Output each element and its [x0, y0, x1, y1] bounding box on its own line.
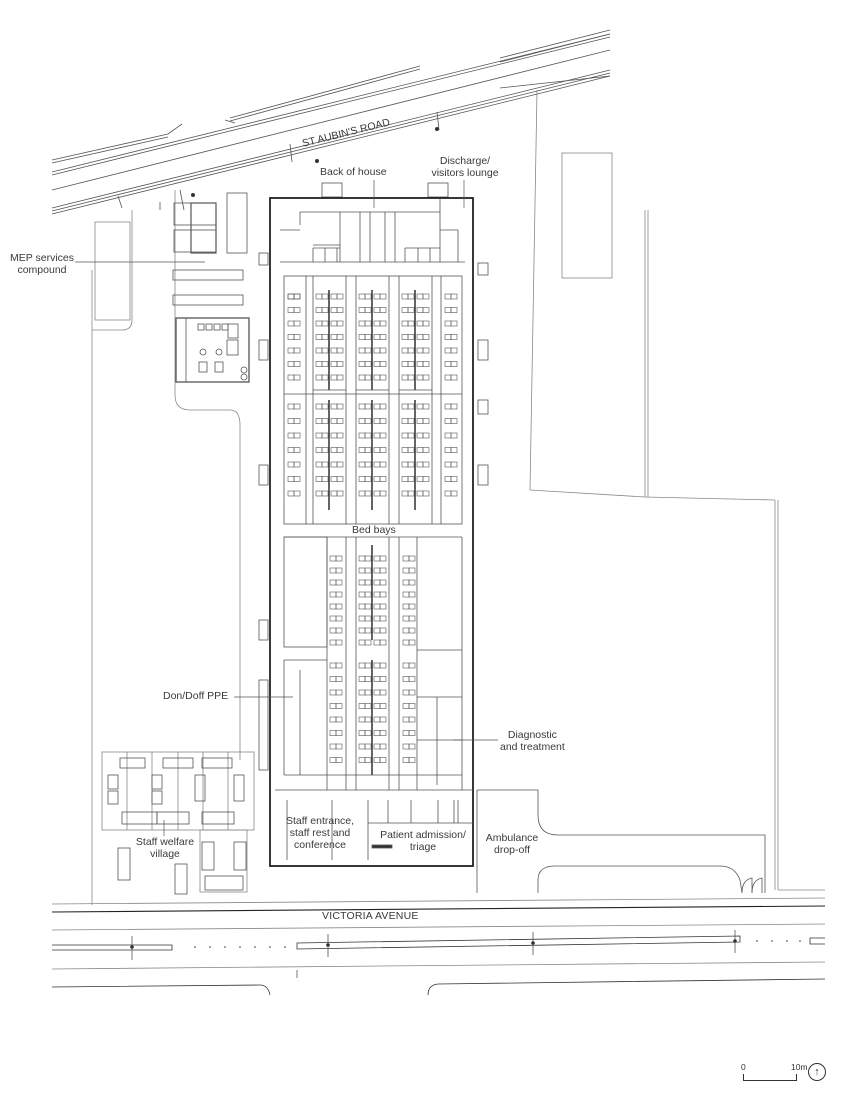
- label-mep-services-compound: MEP services compound: [6, 252, 78, 276]
- label-line: visitors lounge: [431, 167, 499, 179]
- label-line: Discharge/: [439, 155, 491, 167]
- label-line: Diagnostic: [507, 729, 557, 741]
- st-aubins-road: [51, 29, 611, 215]
- ambulance-drop-off-area: [476, 789, 766, 894]
- mep-services-compound: [172, 192, 250, 383]
- label-line: Patient admission/: [380, 829, 466, 841]
- label-ambulance-drop-off: Ambulance drop-off: [482, 832, 542, 856]
- label-line: Staff entrance,: [285, 815, 355, 827]
- main-hospital-building: [269, 197, 474, 867]
- scale-end-label: 10m: [791, 1062, 808, 1072]
- scale-start-label: 0: [741, 1062, 746, 1072]
- label-diagnostic-and-treatment: Diagnostic and treatment: [500, 729, 565, 753]
- scale-bar: 0 10m: [738, 1062, 818, 1086]
- label-discharge-visitors-lounge: Discharge/ visitors lounge: [430, 155, 500, 179]
- median-dots: [194, 940, 801, 948]
- label-line: conference: [294, 839, 346, 851]
- label-line: compound: [17, 264, 67, 276]
- label-line: triage: [409, 841, 437, 853]
- label-bed-bays: Bed bays: [352, 524, 396, 536]
- label-line: drop-off: [494, 844, 530, 856]
- label-don-doff-ppe: Don/Doff PPE: [163, 690, 229, 702]
- label-patient-admission-triage: Patient admission/ triage: [378, 829, 468, 853]
- label-line: MEP services: [10, 252, 74, 264]
- victoria-avenue: [51, 897, 826, 996]
- road-label-victoria-avenue: VICTORIA AVENUE: [322, 910, 419, 922]
- label-staff-entrance: Staff entrance, staff rest and conferenc…: [285, 815, 355, 851]
- label-line: staff rest and: [289, 827, 351, 839]
- north-arrow-icon: ↑: [808, 1063, 826, 1081]
- staff-welfare-village: [101, 751, 255, 895]
- scale-bar-line: [743, 1074, 797, 1081]
- label-line: and treatment: [500, 741, 565, 753]
- label-line: village: [150, 848, 180, 860]
- label-line: Ambulance: [485, 832, 539, 844]
- label-line: Staff welfare: [135, 836, 195, 848]
- label-back-of-house: Back of house: [320, 166, 387, 178]
- label-staff-welfare-village: Staff welfare village: [130, 836, 200, 860]
